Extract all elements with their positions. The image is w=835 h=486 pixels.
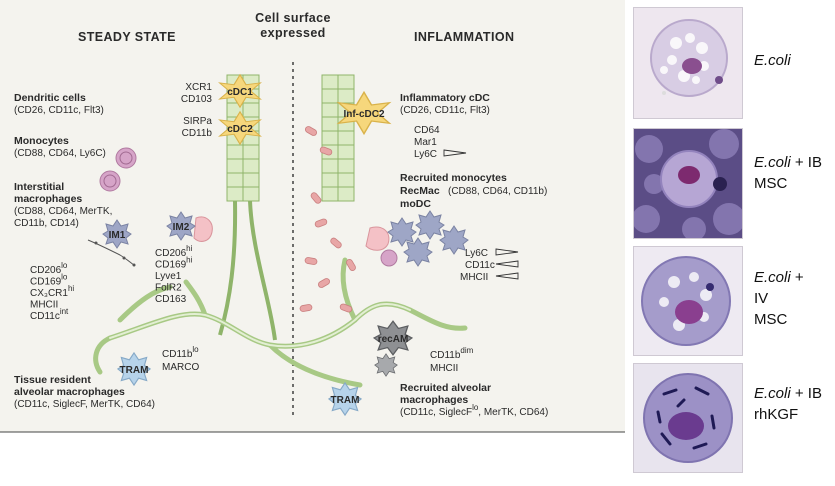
im2-cell: IM2 [166,211,213,242]
tram-marker-marco: MARCO [162,362,199,373]
im2-marker: CD169hi [155,256,193,271]
tram-markers: (CD11c, SiglecF, MerTK, CD64) [14,399,155,410]
im1-marker: CD11cint [30,307,69,322]
interstitial-mac-markers-1: (CD88, CD64, MerTK, [14,206,112,217]
im1-cell: IM1 [87,219,136,267]
ram-markers: (CD11c, SiglecFlo, MerTK, CD64) [400,403,548,418]
interstitial-mac-title-2: macrophages [14,193,82,205]
im2-marker: FolR2 [155,283,182,294]
tram-inflammation-label: TRAM [331,395,360,406]
rec-mhcii-wedge [495,272,519,280]
red-blood-cells [299,126,356,313]
im1-label: IM1 [109,230,126,241]
recruited-monocyte-cluster [365,210,469,267]
micrograph-panel-4 [633,363,743,473]
panel-1-caption-italic: E.coli [754,52,791,69]
modc-label: moDC [400,198,431,210]
tram-steady-cell: TRAM [117,352,151,386]
interstitial-mac-markers-2: CD11b, CD14) [14,218,79,229]
cdc2-cell: cDC2 [219,111,261,145]
monocytes-title: Monocytes [14,135,69,147]
dc-title: Dendritic cells [14,92,86,104]
capillary-lumen [109,302,411,348]
ram-title-1: Recruited alveolar [400,382,491,394]
im2-marker: CD163 [155,294,187,305]
cdc2-marker-cd11b: CD11b [182,128,213,139]
im1-marker: CX₃CR1hi [30,284,74,299]
recam-label: recAM [378,334,409,345]
monocytes-markers: (CD88, CD64, Ly6C) [14,148,106,159]
tram-marker-cd11b: CD11blo [162,345,199,360]
micrograph-panel-2 [633,128,743,239]
monocyte-icons [99,147,137,192]
panel-4-caption: E.coli + IB rhKGF [754,383,830,425]
panel-4-caption-rest: + IB rhKGF [754,385,822,423]
immunology-diagram: STEADY STATE Cell surface expressed INFL… [0,0,625,433]
rec-marker-cd11c: CD11c [465,260,495,271]
diagram-background [0,0,625,432]
cdc1-marker-cd103: CD103 [181,94,213,105]
dc-markers: (CD26, CD11c, Flt3) [14,105,104,116]
recmac-label: RecMac [400,185,440,197]
inf-cdc-markers: (CD26, CD11c, Flt3) [400,105,490,116]
monocyte-nuclei [103,151,133,188]
cdc1-cell: cDC1 [219,74,261,108]
im2-marker: Lyve1 [155,271,182,282]
inf-marker-mar1: Mar1 [414,137,437,148]
rec-ly6c-wedge [495,248,519,256]
panel-4-caption-italic: E.coli [754,385,791,402]
header-inflammation: INFLAMMATION [414,30,514,44]
inflamed-epithelium [321,74,355,202]
tram-inflammation-cell: TRAM [328,382,362,416]
micrograph-panel-3 [633,246,743,356]
recruited-monocytes-title: Recruited monocytes [400,172,507,184]
inf-marker-cd64: CD64 [414,125,440,136]
im2-marker: CD206hi [155,244,193,259]
cdc2-marker-sirpa: SIRPa [183,116,212,127]
cdc1-marker-xcr1: XCR1 [185,82,212,93]
cdc1-label: cDC1 [227,87,253,98]
im1-marker: MHCII [30,300,58,311]
panel-2-caption-rest: + IB MSC [754,154,822,192]
recam-marker-cd11b: CD11bdim [430,346,474,361]
recam-marker-mhcii: MHCII [430,363,458,374]
rec-marker-mhcii: MHCII [460,272,488,283]
panel-3-caption-rest: + IV MSC [754,269,804,328]
inf-cdc2-label: Inf-cDC2 [343,109,385,120]
im2-label: IM2 [173,222,190,233]
im1-marker: CD169lo [30,273,68,288]
inf-cdc-title: Inflammatory cDC [400,92,490,104]
ram-title-2: macrophages [400,394,468,406]
rec-cd11c-wedge [495,260,519,268]
panel-3-caption-italic: E.coli [754,269,791,286]
panel-2-caption-italic: E.coli [754,154,791,171]
header-expressed: expressed [260,26,325,40]
panel-1-caption: E.coli [754,50,834,71]
header-cell-surface: Cell surface [255,11,331,25]
cdc2-label: cDC2 [227,124,253,135]
ly6c-low-wedge [443,149,467,157]
recam-cell: recAM [373,320,413,377]
interstitial-mac-title-1: Interstitial [14,181,64,193]
im1-marker: CD206lo [30,261,68,276]
inf-cdc2-cell: Inf-cDC2 [337,91,391,135]
rec-marker-ly6c: Ly6C [465,248,488,259]
header-steady-state: STEADY STATE [78,30,176,44]
panel-2-caption: E.coli + IB MSC [754,152,830,194]
tram-title-2: alveolar macrophages [14,386,125,398]
micrograph-panel-1 [633,7,743,119]
panel-3-caption: E.coli + IV MSC [754,267,804,330]
tram-title-1: Tissue resident [14,374,91,386]
recmac-markers: (CD88, CD64, CD11b) [448,186,547,197]
inf-marker-ly6c: Ly6C [414,149,437,160]
tram-steady-label: TRAM [120,365,149,376]
